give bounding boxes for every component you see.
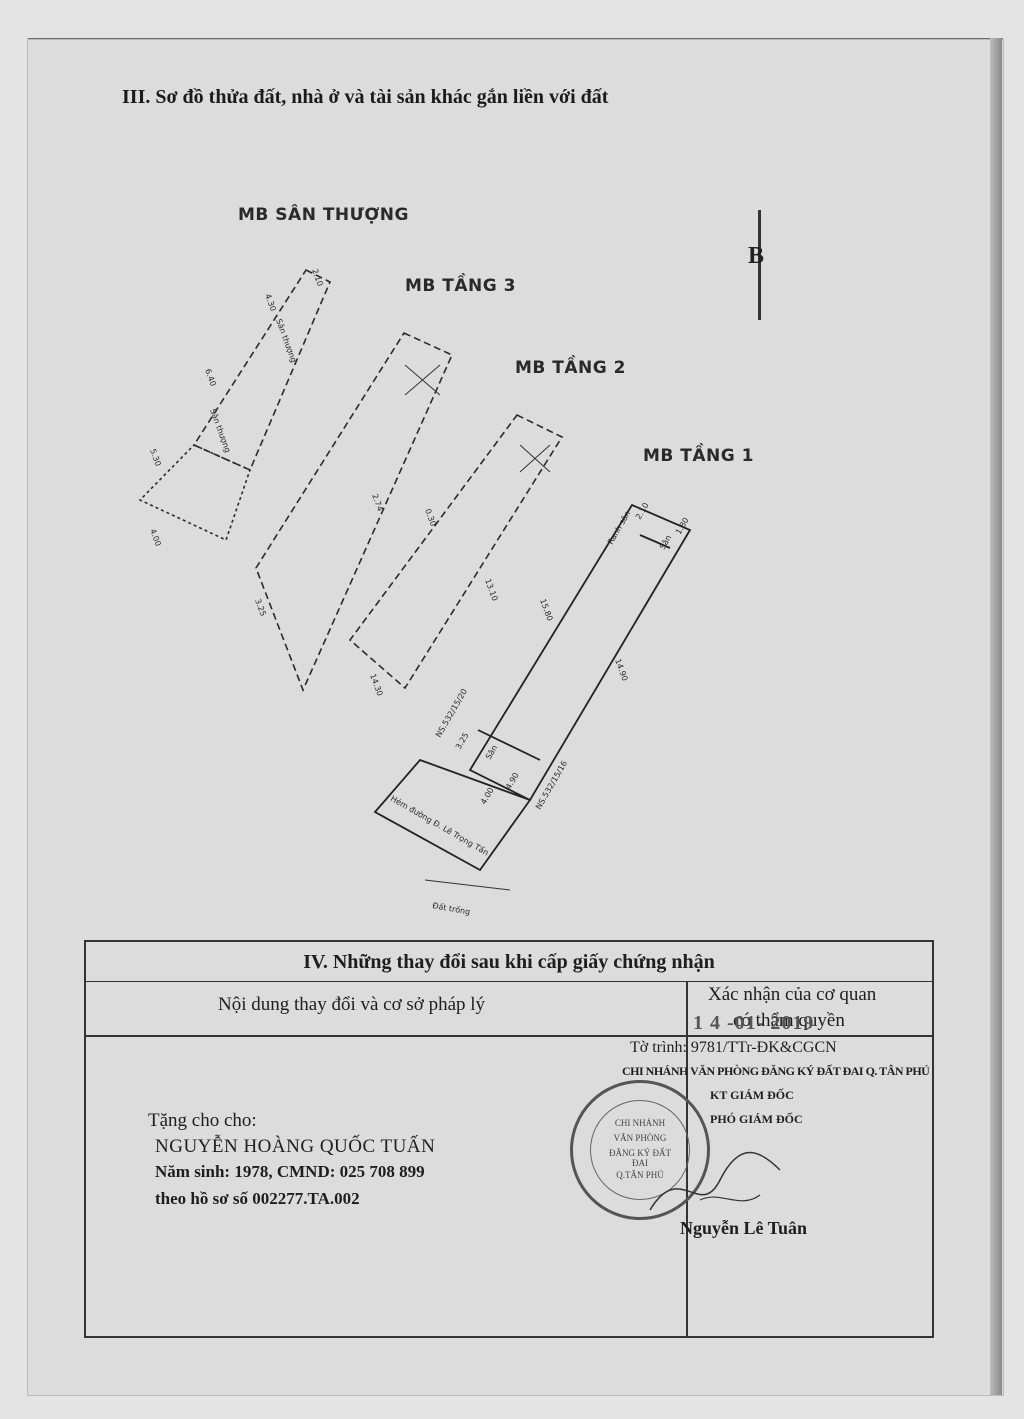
north-arrow-icon	[758, 210, 761, 320]
roof-plan-outline	[192, 268, 332, 472]
deputy-title-1: KT GIÁM ĐỐC	[710, 1088, 794, 1102]
yard-line	[477, 729, 541, 761]
dim-label: 4.30	[263, 293, 278, 313]
dim-label: 3.25	[454, 731, 471, 751]
floor-label-3: MB TẦNG 3	[405, 276, 516, 296]
dim-label: 13.10	[483, 578, 499, 603]
recipient-info: Năm sinh: 1978, CMND: 025 708 899	[155, 1162, 425, 1181]
floor-label-1: MB TẦNG 1	[643, 446, 754, 466]
dim-label: 2.74	[370, 493, 385, 513]
dim-label: 14.30	[368, 673, 384, 698]
date-stamp: 1 4 -01- 2019	[693, 1012, 815, 1034]
deputy-title-2: PHÓ GIÁM ĐỐC	[710, 1112, 803, 1126]
yard-label-top: Sân	[658, 533, 673, 551]
dim-label: 4.90	[504, 771, 521, 791]
seal-text-3: ĐĂNG KÝ ĐẤT ĐAI	[609, 1148, 671, 1168]
skylight-cross-d	[519, 444, 551, 473]
floor3-outline	[255, 331, 454, 693]
skylight-line	[639, 534, 671, 549]
dim-label: 2.10	[310, 268, 325, 288]
dim-label: 15.80	[538, 598, 554, 623]
col-right-header-2: có thẩm quyền	[733, 1010, 845, 1031]
floor-label-roof: MB SÂN THƯỢNG	[238, 205, 409, 225]
seal-text-1: CHI NHÁNH	[614, 1118, 666, 1128]
roof-terrace-label-2: Sân thượng	[274, 318, 298, 364]
yard-label: Sân	[484, 743, 499, 761]
change-line-1: Tặng cho cho:	[148, 1110, 257, 1131]
dim-label: 6.40	[203, 368, 218, 388]
official-seal-inner	[590, 1100, 690, 1200]
dim-label: 4.00	[148, 528, 163, 548]
skylight-label: Ranh sân	[606, 509, 632, 546]
col-right-header-1: Xác nhận của cơ quan	[708, 984, 877, 1005]
col-left-header: Nội dung thay đổi và cơ sở pháp lý	[218, 994, 486, 1015]
dim-label: 0.30	[423, 508, 438, 528]
section-3-heading: III. Sơ đồ thửa đất, nhà ở và tài sản kh…	[122, 86, 609, 108]
roof-terrace-label: Sân thượng	[208, 408, 232, 454]
floor1-outline	[468, 503, 692, 802]
skylight-cross-b	[404, 364, 441, 396]
submission-ref: Tờ trình: 9781/TTr-ĐK&CGCN	[630, 1039, 837, 1056]
official-seal	[570, 1080, 710, 1220]
signer-name: Nguyễn Lê Tuân	[680, 1218, 808, 1238]
signature-icon	[649, 1151, 781, 1211]
empty-land-line	[424, 879, 511, 891]
header-row-divider	[86, 1035, 932, 1037]
dim-label: 3.25	[253, 598, 268, 618]
issuing-office: CHI NHÁNH VĂN PHÒNG ĐĂNG KÝ ĐẤT ĐAI Q. T…	[622, 1064, 930, 1078]
north-label: B	[748, 243, 765, 269]
dim-label: 14.90	[613, 658, 629, 683]
dim-label: 4.00	[479, 786, 496, 806]
dossier-number: theo hồ sơ số 002277.TA.002	[155, 1189, 360, 1208]
seal-text-4: Q.TÂN PHÚ	[616, 1170, 664, 1180]
floor2-outline	[348, 413, 564, 690]
certificate-page	[28, 40, 1003, 1395]
empty-land-label: Đất trống	[432, 900, 471, 916]
neighbor-top-label: NS.532/15/20	[434, 687, 469, 739]
dim-label: 5.30	[148, 448, 163, 468]
recipient-name: NGUYỄN HOÀNG QUỐC TUẤN	[155, 1136, 436, 1157]
lot-front-outline	[373, 758, 532, 872]
seal-text-2: VĂN PHÒNG	[613, 1133, 667, 1143]
floor-label-2: MB TẦNG 2	[515, 358, 626, 378]
section-4-heading: IV. Những thay đổi sau khi cấp giấy chứn…	[86, 942, 932, 982]
paper-right-edge	[990, 38, 1002, 1395]
